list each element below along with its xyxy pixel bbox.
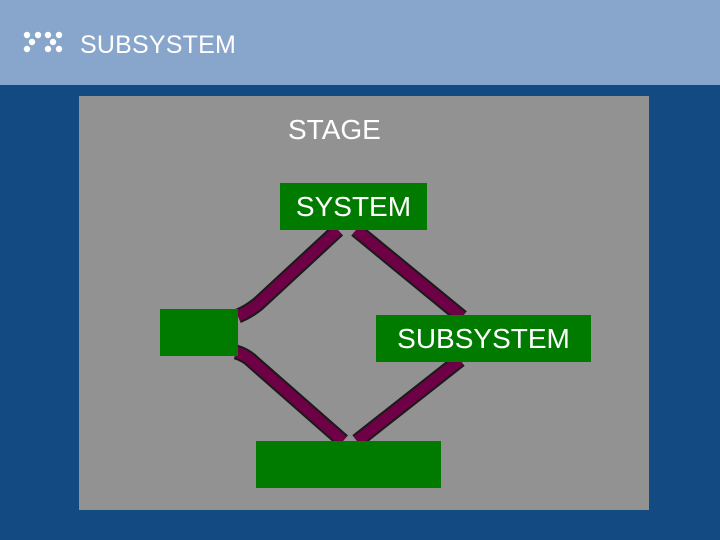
bottom-node <box>256 441 441 488</box>
system-node: SYSTEM <box>280 183 427 230</box>
stage-label: STAGE <box>288 114 381 145</box>
header-bar: SUBSYSTEM <box>0 0 720 85</box>
left-node <box>160 309 238 356</box>
subsystem-node: SUBSYSTEM <box>376 315 591 362</box>
page-title: SUBSYSTEM <box>80 31 236 59</box>
dots-logo-icon <box>23 31 63 53</box>
